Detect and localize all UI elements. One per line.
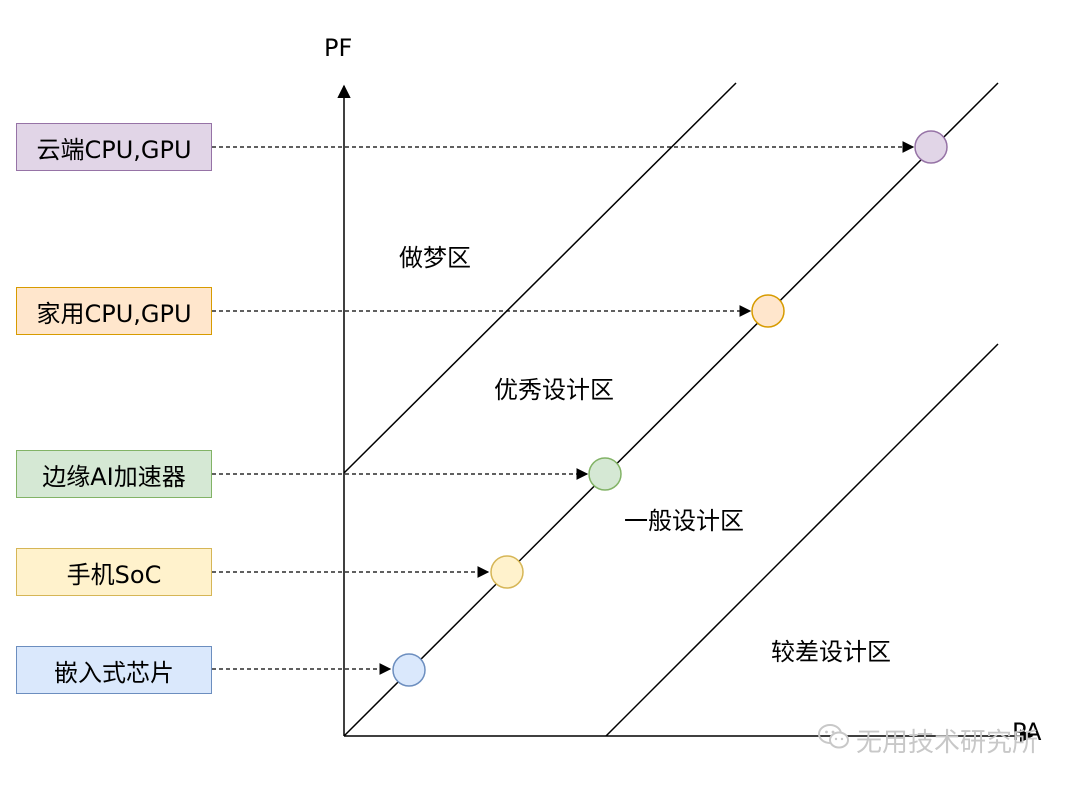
zone-excellent-label: 优秀设计区 [494,376,614,404]
circle-embedded [392,653,426,687]
circle-home [751,294,785,328]
circle-edge [588,457,622,491]
box-edge-ai-accelerator: 边缘AI加速器 [16,450,212,498]
middle-boundary-line [343,82,999,737]
box-cloud-cpu-gpu: 云端CPU,GPU [16,123,212,171]
circle-cloud [914,130,948,164]
zone-normal-label: 一般设计区 [624,507,744,535]
watermark: 无用技术研究所 [818,722,1038,759]
box-embedded-chip: 嵌入式芯片 [16,646,212,694]
lower-boundary-line [605,343,999,737]
wechat-icon [818,723,850,758]
box-phone-soc: 手机SoC [16,548,212,596]
y-axis-label: PF [324,34,353,62]
zone-dream-label: 做梦区 [399,244,471,272]
circle-phone [490,555,524,589]
x-axis-label: PA [1012,718,1042,746]
zone-poor-label: 较差设计区 [771,638,891,666]
box-home-cpu-gpu: 家用CPU,GPU [16,287,212,335]
watermark-text: 无用技术研究所 [856,728,1039,758]
upper-boundary-line [343,82,737,474]
